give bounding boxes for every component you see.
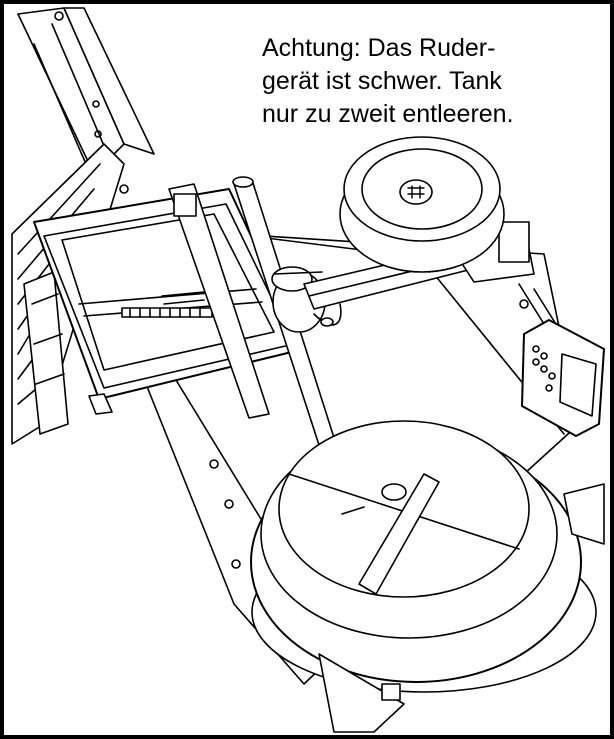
warning-note: Achtung: Das Ruder- gerät ist schwer. Ta… <box>262 32 610 131</box>
monitor <box>521 319 605 437</box>
footrest-unit <box>33 183 305 419</box>
warning-note-line: nur zu zweit entleeren. <box>262 100 514 128</box>
rail-beam <box>17 7 155 195</box>
warning-note-line: gerät ist schwer. Tank <box>262 67 502 95</box>
top-pulley <box>339 136 505 273</box>
water-tank <box>250 420 605 733</box>
warning-note-line: Achtung: Das Ruder- <box>262 34 496 62</box>
rowing-machine-drawing <box>11 7 605 733</box>
handle-post <box>232 176 342 449</box>
brand-logo-icon <box>407 185 425 199</box>
